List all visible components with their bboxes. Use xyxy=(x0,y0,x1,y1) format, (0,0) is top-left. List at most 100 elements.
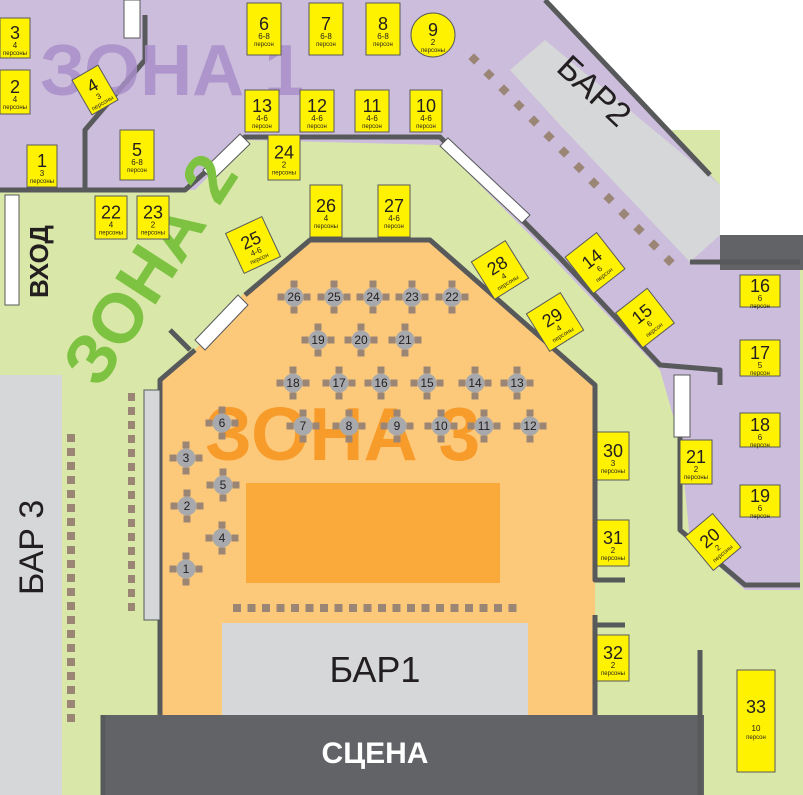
bar-stool xyxy=(407,604,415,612)
table-number: 18 xyxy=(750,415,770,435)
round-table-shape xyxy=(387,416,407,436)
bar-stool xyxy=(67,518,75,526)
round-table-17[interactable]: 17 xyxy=(322,366,356,400)
round-table-22[interactable]: 22 xyxy=(435,280,469,314)
round-table-number: 21 xyxy=(398,333,412,347)
bar-stool xyxy=(128,407,135,415)
round-table-9[interactable]: 9 xyxy=(380,409,414,443)
round-table-7[interactable]: 7 xyxy=(286,409,320,443)
chair xyxy=(183,489,191,497)
round-table-13[interactable]: 13 xyxy=(500,366,534,400)
table-capacity: 2 xyxy=(282,161,287,170)
chair xyxy=(480,435,488,443)
round-table-1[interactable]: 1 xyxy=(169,552,203,586)
round-table-24[interactable]: 24 xyxy=(356,280,390,314)
round-table-23[interactable]: 23 xyxy=(395,280,429,314)
windows xyxy=(4,0,691,621)
round-table-14[interactable]: 14 xyxy=(458,366,492,400)
round-table-number: 6 xyxy=(219,416,226,430)
bar-stool xyxy=(363,604,372,612)
round-table-19[interactable]: 19 xyxy=(301,323,335,357)
table-shape xyxy=(736,669,776,773)
round-table-number: 10 xyxy=(434,419,448,433)
table-capacity: 4-6 xyxy=(256,114,268,123)
stage-label: СЦЕНА xyxy=(322,737,429,770)
chair xyxy=(218,521,226,529)
round-table-11[interactable]: 11 xyxy=(467,409,501,443)
table-number: 31 xyxy=(603,528,623,548)
round-table-21[interactable]: 21 xyxy=(388,323,422,357)
round-table-25[interactable]: 25 xyxy=(317,280,351,314)
table-number: 33 xyxy=(746,697,766,717)
round-table-number: 22 xyxy=(445,290,459,304)
round-table-4[interactable]: 4 xyxy=(205,521,239,555)
bar-stool xyxy=(128,505,135,513)
table-capacity: 3 xyxy=(40,169,45,178)
round-table-15[interactable]: 15 xyxy=(410,366,444,400)
round-table-26[interactable]: 26 xyxy=(277,280,311,314)
round-table-12[interactable]: 12 xyxy=(513,409,547,443)
bar-stool xyxy=(128,491,135,499)
round-table-16[interactable]: 16 xyxy=(364,366,398,400)
table-capacity-unit: персон xyxy=(746,735,766,741)
round-table-10[interactable]: 10 xyxy=(424,409,458,443)
round-table-5[interactable]: 5 xyxy=(206,468,240,502)
table-shape xyxy=(0,69,31,115)
chair xyxy=(322,379,330,387)
table-shape xyxy=(739,339,781,377)
table-capacity-unit: персоны xyxy=(601,671,625,677)
table-shape xyxy=(470,240,530,300)
chair xyxy=(395,293,403,301)
round-table-8[interactable]: 8 xyxy=(332,409,366,443)
round-table-20[interactable]: 20 xyxy=(344,323,378,357)
table-capacity: 2 xyxy=(611,546,616,555)
chair xyxy=(182,552,190,560)
round-table-18[interactable]: 18 xyxy=(276,366,310,400)
chair xyxy=(471,366,479,374)
chair xyxy=(369,280,377,288)
table-capacity: 4 xyxy=(109,221,114,230)
bar-stool xyxy=(247,604,256,612)
table-capacity-unit: персон xyxy=(750,514,770,520)
round-table-2[interactable]: 2 xyxy=(170,489,204,523)
round-table-6[interactable]: 6 xyxy=(205,406,239,440)
round-table-3[interactable]: 3 xyxy=(169,441,203,475)
bar-stool xyxy=(128,477,135,485)
round-table-shape xyxy=(371,373,391,393)
table-shape xyxy=(684,512,742,572)
bar-1-label: БАР1 xyxy=(330,649,421,690)
table-capacity-unit: персон xyxy=(307,124,327,130)
